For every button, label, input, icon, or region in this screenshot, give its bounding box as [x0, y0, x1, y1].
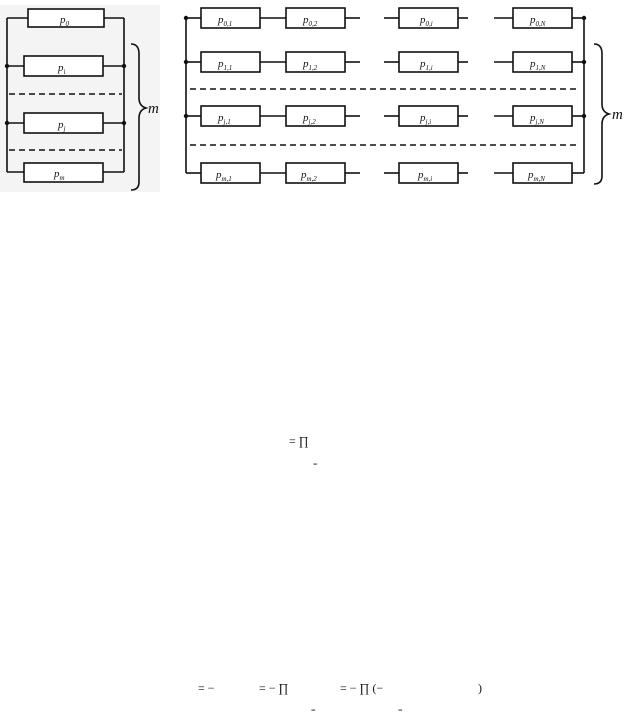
- right-parallel-series-scheme: p0,1 p0,2 p0,i p0,N p1,1 p1,2 p1,i p1,N: [183, 7, 623, 185]
- left-parallel-scheme: p0 pi pj pm m: [0, 5, 160, 192]
- element-label-pm2: pm,2: [300, 169, 317, 183]
- element-label-pj1: pj,1: [217, 112, 231, 126]
- element-label-pjN: pj,N: [529, 112, 544, 126]
- left-brace-label: m: [148, 101, 159, 117]
- element-label-pj: pj: [57, 119, 66, 133]
- series-chain-row-0: p0,1 p0,2 p0,i p0,N: [186, 7, 584, 29]
- right-brace-label: m: [612, 107, 623, 123]
- left-element-box: [23, 112, 104, 134]
- formula-2-lower-limit-1: =: [311, 706, 316, 715]
- left-element-box: [27, 8, 105, 28]
- formula-2-seg-1: = −: [198, 681, 215, 695]
- element-label-pmN: pm,N: [527, 169, 545, 183]
- formula-1: = ∏ =: [289, 434, 318, 469]
- series-chain-row-1: p1,1 p1,2 p1,i p1,N: [186, 51, 584, 73]
- element-label-pm: pm: [53, 168, 65, 182]
- element-label-pm1: pm,1: [215, 169, 232, 183]
- element-label-pmi: pm,i: [417, 169, 432, 183]
- formula-1-lower-limit: =: [313, 460, 318, 469]
- formula-2: = − = − ∏ = − ∏ (− ) = =: [198, 681, 482, 715]
- element-label-p11: p1,1: [217, 58, 232, 72]
- element-label-p0: p0: [59, 14, 70, 28]
- series-chain-row-m: pm,1 pm,2 pm,i pm,N: [186, 162, 584, 184]
- element-label-p12: p1,2: [302, 58, 318, 72]
- formula-2-seg-4: ): [478, 681, 482, 695]
- element-label-pji: pj,i: [419, 112, 431, 126]
- element-label-p1N: p1,N: [529, 58, 546, 72]
- element-label-p0N: p0,N: [529, 14, 546, 28]
- formula-2-seg-3: = − ∏ (−: [340, 681, 383, 695]
- left-element-box: [23, 55, 104, 77]
- element-label-pj2: pj,2: [302, 112, 316, 126]
- element-label-p0i: p0,i: [419, 14, 433, 28]
- element-label-p01: p0,1: [217, 14, 232, 28]
- element-label-pi: pi: [57, 62, 66, 76]
- formula-1-product: = ∏: [289, 434, 309, 448]
- right-brace: [593, 43, 612, 185]
- element-label-p02: p0,2: [302, 14, 318, 28]
- left-element-box: [23, 162, 104, 183]
- formula-2-lower-limit-2: =: [398, 706, 403, 715]
- element-label-p1i: p1,i: [419, 58, 433, 72]
- series-chain-row-j: pj,1 pj,2 pj,i pj,N: [186, 105, 584, 127]
- left-brace: [130, 43, 149, 191]
- formula-2-seg-2: = − ∏: [259, 681, 289, 695]
